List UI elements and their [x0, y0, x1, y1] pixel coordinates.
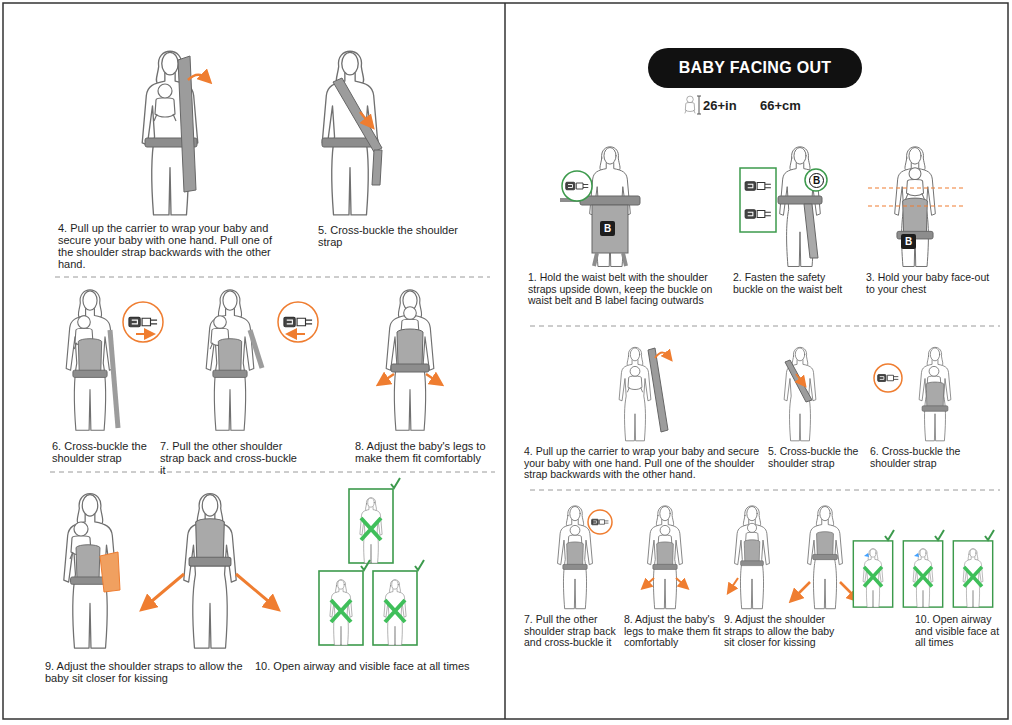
step-caption: 9. Adjust the shoulder straps to allow t…: [724, 614, 846, 649]
step-caption: 6. Cross-buckle the shoulder strap: [52, 440, 152, 464]
b-label-tag: B: [600, 221, 615, 236]
step-caption: 5. Cross-buckle the shoulder strap: [318, 224, 458, 248]
step-caption: 8. Adjust the baby's legs to make them f…: [624, 614, 722, 649]
step-caption: 4. Pull up the carrier to wrap your baby…: [524, 446, 764, 481]
step-caption: 8. Adjust the baby's legs to make them f…: [355, 440, 495, 464]
step-caption: 2. Fasten the safety buckle on the waist…: [733, 272, 858, 295]
step-caption: 9. Adjust the shoulder straps to allow t…: [45, 660, 255, 684]
b-label-tag: B: [901, 234, 916, 249]
tag-letter: B: [813, 175, 820, 186]
step-caption: 10. Open airway and visible face at all …: [915, 614, 1003, 649]
step-caption: 7. Pull the other shoulder strap back an…: [524, 614, 624, 649]
size-label: 26+in: [703, 99, 737, 113]
step-caption: 10. Open airway and visible face at all …: [255, 660, 495, 672]
step-caption: 3. Hold your baby face-out to your chest: [866, 272, 991, 295]
heading-text: BABY FACING OUT: [679, 59, 832, 77]
tag-letter: B: [604, 223, 611, 234]
step-caption: 5. Cross-buckle the shoulder strap: [768, 446, 863, 469]
step-caption: 1. Hold the waist belt with the shoulder…: [528, 272, 728, 307]
step-caption: 4. Pull up the carrier to wrap your baby…: [58, 222, 283, 270]
b-label-tag: B: [809, 173, 824, 188]
size-label: 66+cm: [760, 99, 801, 113]
tag-letter: B: [905, 236, 912, 247]
step-caption: 6. Cross-buckle the shoulder strap: [870, 446, 970, 469]
step-caption: 7. Pull the other shoulder strap back an…: [160, 440, 300, 476]
heading-pill: BABY FACING OUT: [648, 48, 862, 88]
